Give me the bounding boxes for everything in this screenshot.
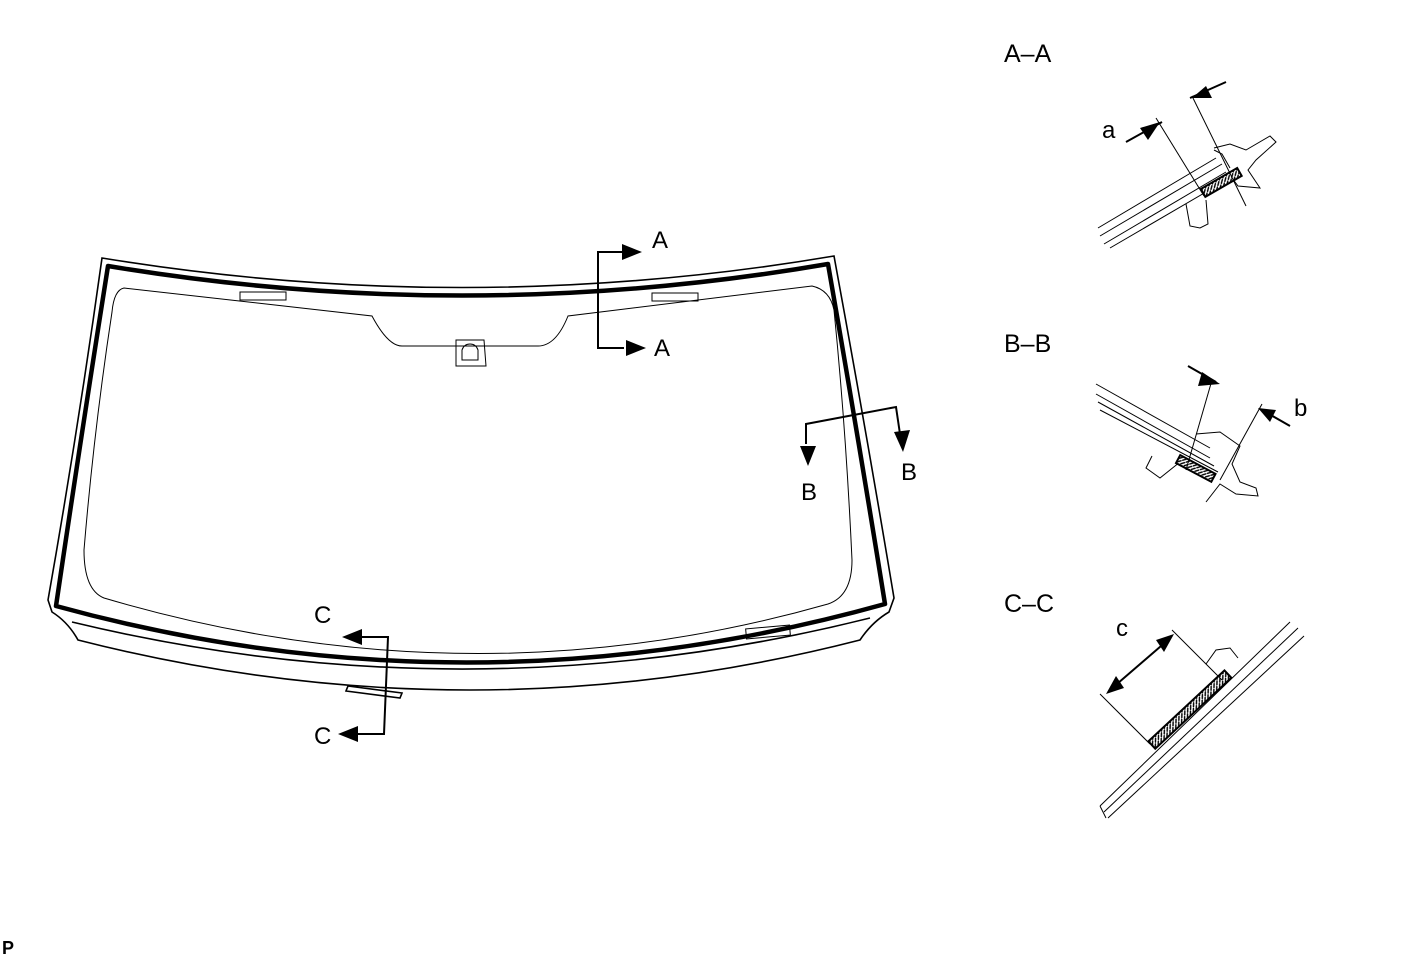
marker-c-top: C bbox=[314, 602, 331, 629]
vin-window bbox=[745, 624, 791, 640]
marker-a-bottom: A bbox=[654, 335, 670, 362]
windshield-visible-area bbox=[83, 285, 853, 654]
marker-b-right: B bbox=[901, 459, 917, 486]
section-aa-title: A–A bbox=[1004, 40, 1052, 68]
section-cc-adhesive bbox=[1146, 669, 1233, 751]
windshield-ceramic-border bbox=[53, 261, 888, 665]
marker-b-left: B bbox=[801, 479, 817, 506]
section-aa-adhesive bbox=[1199, 166, 1244, 199]
marker-c-bottom: C bbox=[314, 723, 331, 750]
rain-sensor-bracket bbox=[461, 343, 479, 361]
windshield-lower-trim bbox=[71, 617, 871, 670]
rain-sensor-mount bbox=[455, 339, 487, 367]
section-cut-b: B B bbox=[800, 405, 917, 506]
top-clip-right bbox=[651, 292, 699, 302]
section-bb-title: B–B bbox=[1004, 330, 1051, 358]
bottom-stopper bbox=[344, 685, 404, 699]
section-cut-a: A A bbox=[597, 227, 670, 362]
windshield-outer-edge bbox=[47, 255, 895, 691]
section-bb: B–B b bbox=[1004, 330, 1307, 503]
section-aa-dimension-label: a bbox=[1102, 117, 1116, 144]
section-cut-c: C C bbox=[314, 602, 390, 750]
section-bb-dimension-label: b bbox=[1294, 395, 1307, 422]
corner-mark: P bbox=[2, 938, 14, 958]
top-clip-left bbox=[239, 291, 287, 301]
section-cc-dimension-label: c bbox=[1116, 615, 1128, 642]
windshield-front-view bbox=[47, 255, 895, 699]
section-cc: C–C c bbox=[1004, 590, 1305, 819]
section-bb-adhesive bbox=[1174, 453, 1217, 484]
section-aa: A–A a bbox=[1004, 40, 1277, 249]
section-cc-title: C–C bbox=[1004, 590, 1054, 618]
marker-a-top: A bbox=[652, 227, 668, 254]
